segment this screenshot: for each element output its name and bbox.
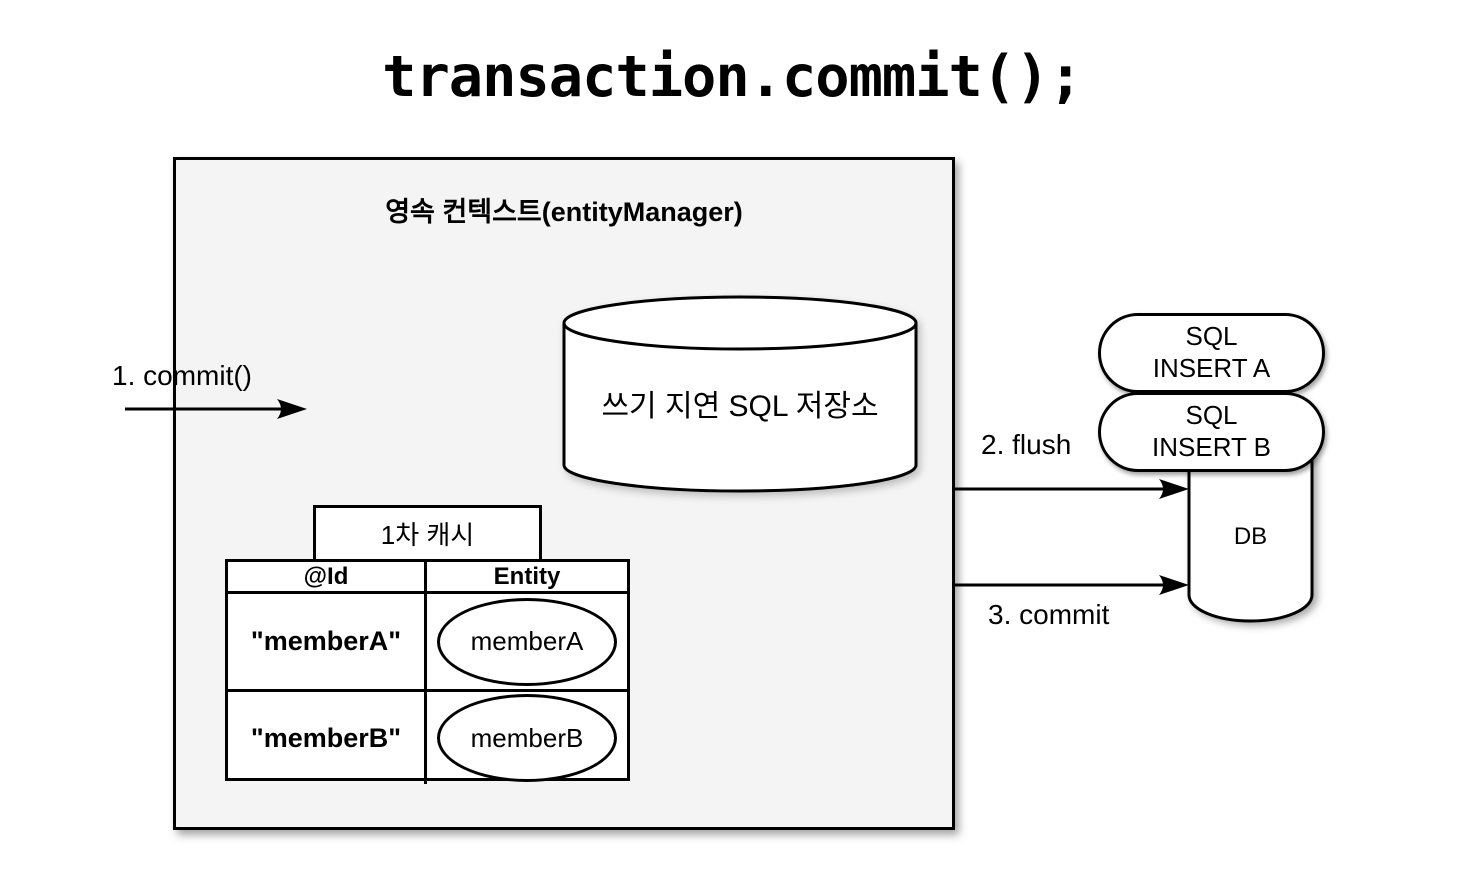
table-header-row: @Id Entity <box>228 562 627 594</box>
row-entity-cell: memberA <box>427 594 627 689</box>
database-label: DB <box>1233 523 1268 550</box>
table-row: "memberB" memberB <box>228 689 627 784</box>
row-id-value: "memberA" <box>228 594 427 689</box>
sql-insert-a-line2: INSERT A <box>1152 353 1271 383</box>
sql-store-cylinder: 쓰기 지연 SQL 저장소 <box>560 293 920 495</box>
sql-insert-a-line1: SQL <box>1185 321 1238 352</box>
table-row: "memberA" memberA <box>228 594 627 689</box>
sql-insert-a-pill: SQL INSERT A <box>1098 313 1325 393</box>
persistence-context-label: 영속 컨텍스트(entityManager) <box>385 197 743 227</box>
flush-arrow <box>955 479 1189 499</box>
first-level-cache-label-box: 1차 캐시 <box>313 505 542 562</box>
cylinder-shape <box>562 295 918 493</box>
first-level-cache-table: @Id Entity "memberA" memberA "memberB" m… <box>225 559 630 784</box>
first-level-cache-label: 1차 캐시 <box>380 520 475 550</box>
db-commit-arrow <box>955 575 1189 595</box>
db-cylinder-shape <box>1187 455 1314 623</box>
step3-commit-label: 3. commit <box>988 599 1110 630</box>
entity-ellipse: memberA <box>437 597 617 686</box>
sql-insert-b-pill: SQL INSERT B <box>1098 392 1325 472</box>
sql-insert-b-line2: INSERT B <box>1152 432 1271 462</box>
commit-arrow <box>125 399 307 419</box>
table-header-id: @Id <box>228 562 427 591</box>
step2-flush-label: 2. flush <box>981 429 1072 460</box>
row-id-value: "memberB" <box>228 692 427 784</box>
page-title: transaction.commit(); <box>382 44 1083 110</box>
table-header-entity: Entity <box>493 562 561 590</box>
persistence-context-box: 영속 컨텍스트(entityManager) 쓰기 지연 SQL 저장소 1차 … <box>173 157 955 830</box>
entity-ellipse: memberB <box>437 694 617 782</box>
row-entity-cell: memberB <box>427 692 627 784</box>
sql-store-label: 쓰기 지연 SQL 저장소 <box>601 390 879 423</box>
sql-insert-b-line1: SQL <box>1185 400 1238 431</box>
database-cylinder: DB <box>1187 455 1314 627</box>
step1-commit-label: 1. commit() <box>112 360 252 391</box>
